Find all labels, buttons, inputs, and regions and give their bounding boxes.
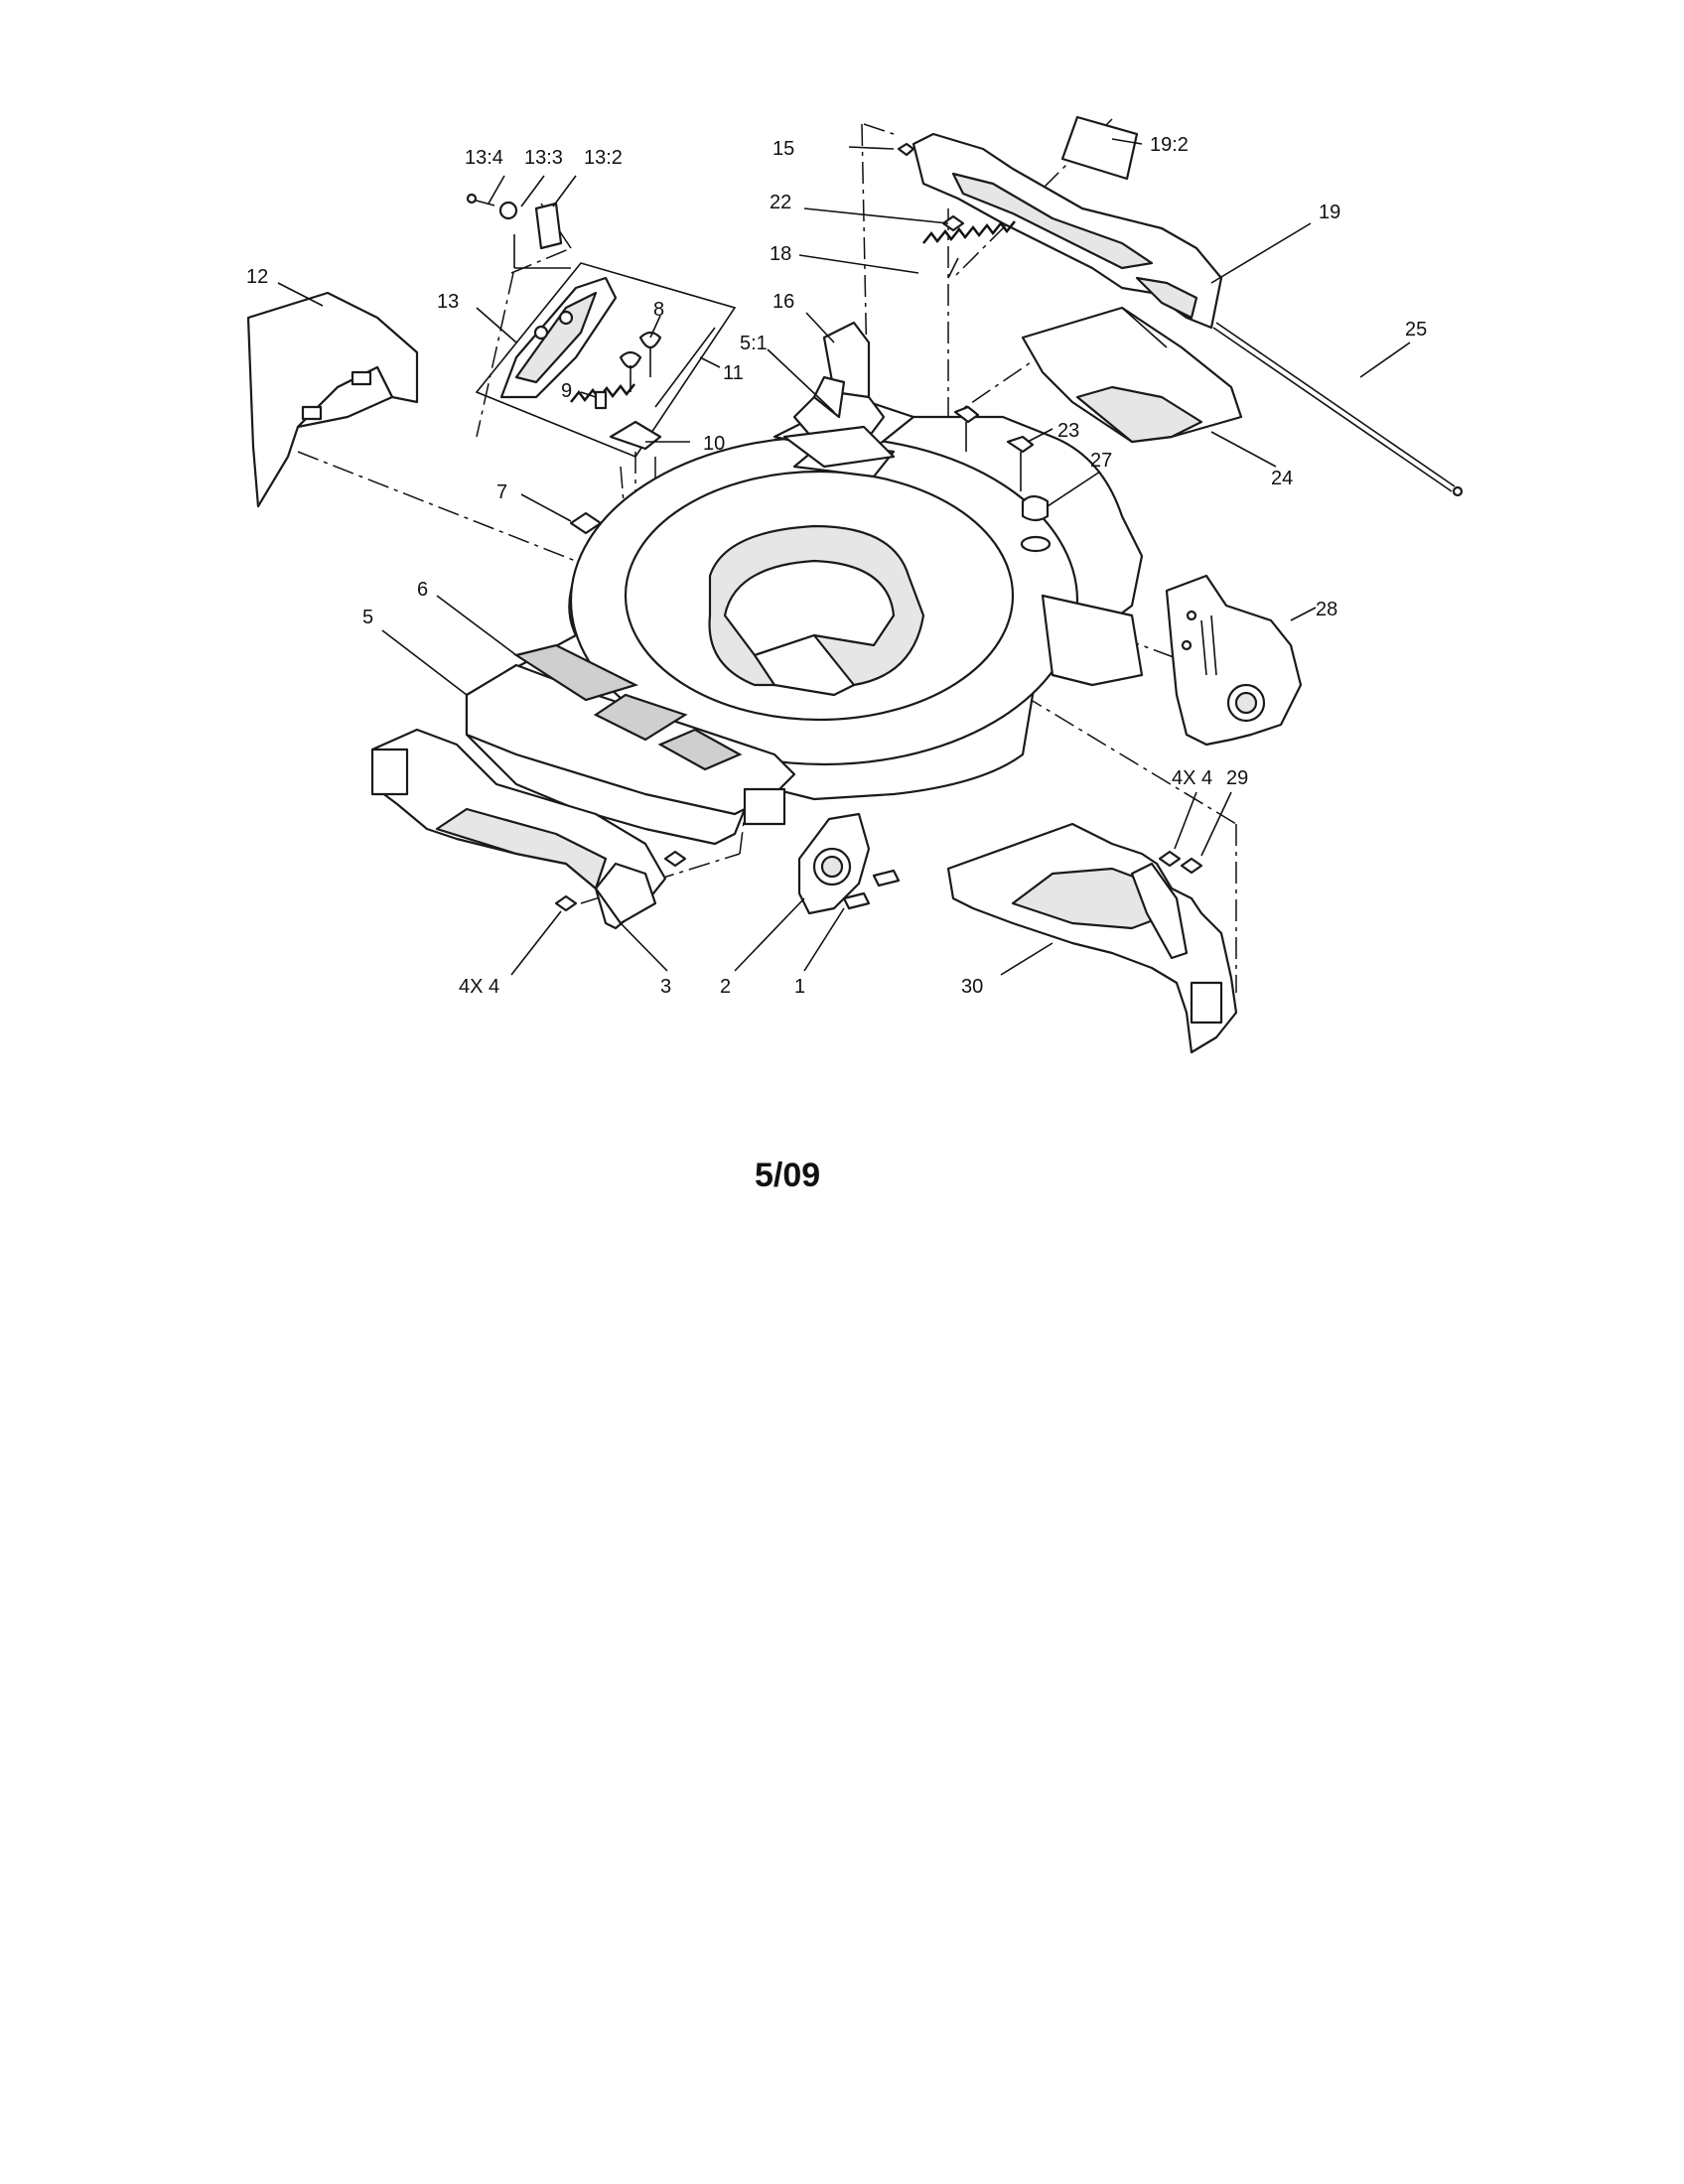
callout-2: 2 <box>720 976 731 998</box>
callout-labels: 13:4 13:3 13:2 12 13 8 9 11 10 7 6 5 15 … <box>246 134 1427 998</box>
right-side-skirt <box>946 822 1238 1054</box>
callout-27: 27 <box>1090 450 1112 472</box>
leader-lines <box>277 138 1411 976</box>
callout-5-1: 5:1 <box>740 333 768 354</box>
callout-13-2: 13:2 <box>584 147 623 169</box>
callout-22: 22 <box>770 192 791 213</box>
rear-flap <box>246 291 419 508</box>
callout-8: 8 <box>653 299 664 321</box>
height-adjuster-bracket <box>466 193 737 458</box>
callout-19-2: 19:2 <box>1150 134 1189 156</box>
callout-3: 3 <box>660 976 671 998</box>
callout-15: 15 <box>772 138 794 160</box>
callout-4x4-left: 4X 4 <box>459 976 499 998</box>
callout-23: 23 <box>1057 420 1079 442</box>
callout-19: 19 <box>1319 202 1340 223</box>
callout-12: 12 <box>246 266 268 288</box>
top-rear-components <box>782 115 1464 497</box>
discharge-chute <box>953 306 1243 553</box>
revision-date: 5/09 <box>755 1157 820 1194</box>
callout-1: 1 <box>794 976 805 998</box>
callout-13: 13 <box>437 291 459 313</box>
callout-30: 30 <box>961 976 983 998</box>
callout-24: 24 <box>1271 468 1293 489</box>
callout-16: 16 <box>772 291 794 313</box>
front-left-skirt <box>370 728 687 930</box>
callout-5: 5 <box>362 607 373 628</box>
mower-deck <box>465 395 1144 846</box>
callout-7: 7 <box>496 481 507 503</box>
callout-25: 25 <box>1405 319 1427 341</box>
callout-29: 29 <box>1226 767 1248 789</box>
front-bearing-plate <box>797 812 901 915</box>
callout-13-4: 13:4 <box>465 147 503 169</box>
callout-9: 9 <box>561 380 572 402</box>
callout-13-3: 13:3 <box>524 147 563 169</box>
callout-10: 10 <box>703 433 725 455</box>
callout-11: 11 <box>723 362 744 384</box>
callout-28: 28 <box>1316 599 1337 620</box>
callout-18: 18 <box>770 243 791 265</box>
callout-6: 6 <box>417 579 428 601</box>
right-wheel-plate <box>1165 574 1303 747</box>
callout-4x4-right: 4X 4 <box>1172 767 1212 789</box>
